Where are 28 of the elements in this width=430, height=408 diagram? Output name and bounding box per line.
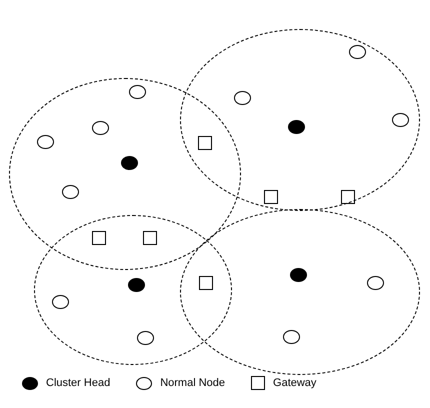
head-dot [120,156,138,170]
gateway-square [199,276,213,290]
gateway-square [143,231,157,245]
gateway-square [198,136,212,150]
legend-label: Cluster Head [46,377,110,389]
node-circle [52,295,68,309]
node-circle [92,121,108,135]
node-circle [136,331,154,345]
legend-label: Normal Node [160,377,226,389]
node-circle [234,91,250,105]
cluster-boundary [180,209,420,375]
node-circle [128,85,146,99]
head-dot [288,120,304,134]
gateway-square [92,231,106,245]
node-circle [366,276,384,290]
node-circle [392,113,408,127]
head-dot [128,278,144,292]
cluster-boundary [34,215,232,365]
cluster-boundary [9,78,241,270]
cluster-boundary [180,29,420,211]
node-circle [36,135,54,149]
legend-label: Gateway [273,377,316,389]
gateway-square [341,190,355,204]
node-circle [62,185,78,199]
node-circle [348,45,366,59]
node-circle [282,330,300,344]
head-dot [290,268,306,282]
gateway-square [264,190,278,204]
